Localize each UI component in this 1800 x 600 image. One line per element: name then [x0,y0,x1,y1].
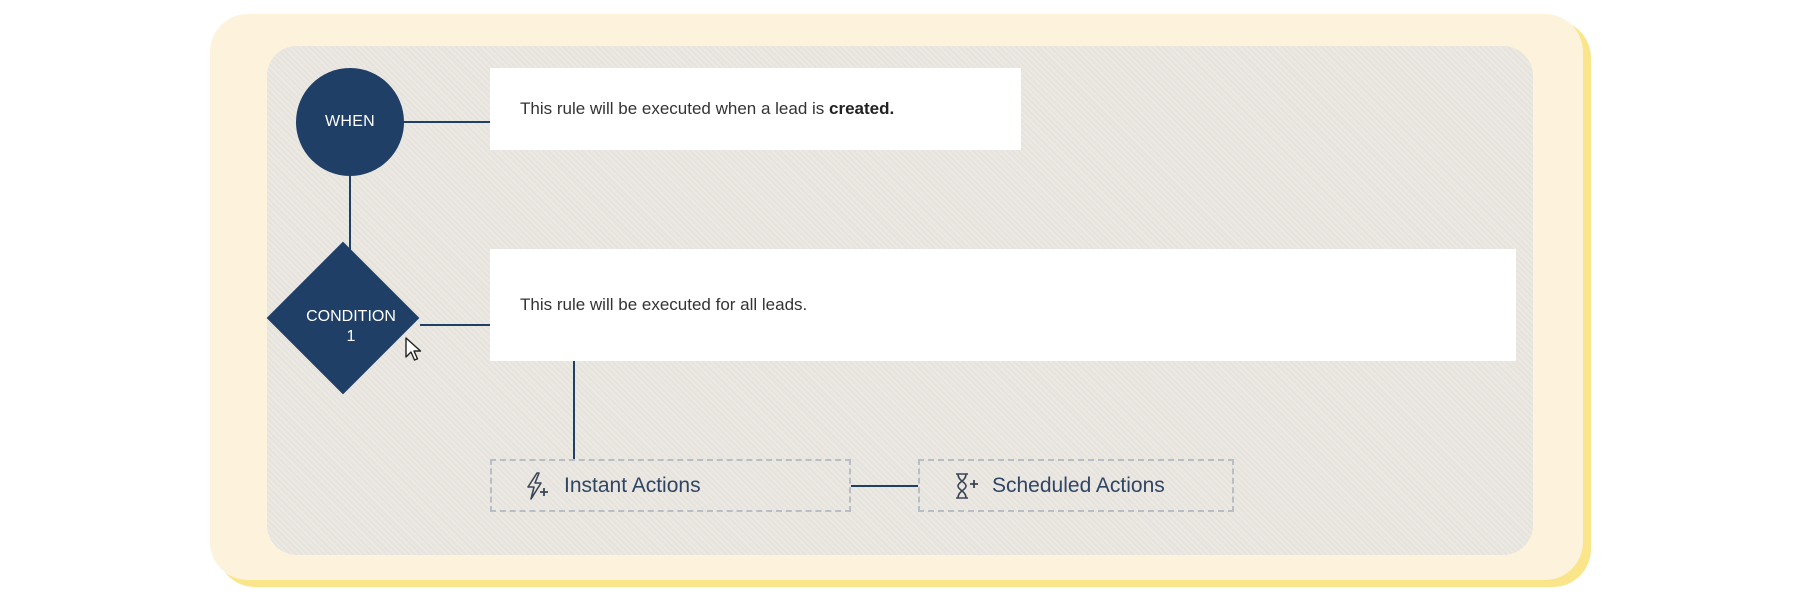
when-to-condition-connector [349,176,351,250]
condition-node-label-line1: CONDITION [306,308,396,325]
when-description-prefix: This rule will be executed when a lead i… [520,99,829,118]
mouse-cursor-icon [405,337,422,361]
scheduled-actions-label: Scheduled Actions [992,473,1165,497]
condition-to-description-connector [420,324,490,326]
condition-to-actions-connector [573,361,575,459]
when-description-text: This rule will be executed when a lead i… [520,99,894,119]
condition-description-text: This rule will be executed for all leads… [520,295,808,314]
hourglass-plus-icon [950,471,980,501]
instant-actions-label: Instant Actions [564,473,701,497]
condition-description-box[interactable]: This rule will be executed for all leads… [490,249,1516,361]
when-to-description-connector [404,121,490,123]
instant-to-scheduled-connector [851,485,918,487]
when-node-label: WHEN [324,113,376,130]
instant-actions-button[interactable]: Instant Actions [490,459,851,512]
lightning-plus-icon [522,471,552,501]
condition-node-label: CONDITION 1 [276,307,426,347]
when-description-emphasis: created. [829,99,895,118]
scheduled-actions-button[interactable]: Scheduled Actions [918,459,1234,512]
when-description-box[interactable]: This rule will be executed when a lead i… [490,68,1021,150]
when-node[interactable]: WHEN [296,68,404,176]
condition-node-label-line2: 1 [346,328,356,345]
